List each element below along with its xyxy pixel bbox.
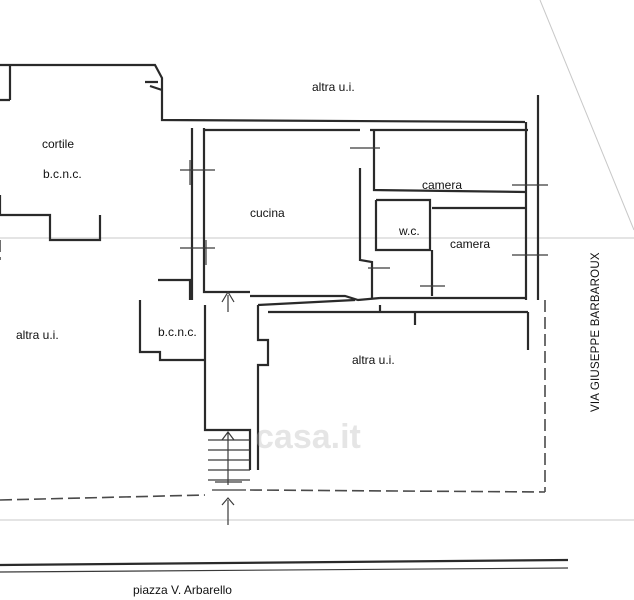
label-cortile: cortile	[42, 137, 75, 151]
label-altra-right: altra u.i.	[352, 353, 395, 367]
central-walls	[138, 278, 530, 525]
cucina-walls	[180, 128, 528, 300]
label-bcnc-mid: b.c.n.c.	[158, 325, 197, 339]
label-street-bottom: piazza V. Arbarello	[133, 583, 232, 597]
boundary-lines	[0, 240, 546, 501]
street-edge	[0, 558, 569, 573]
label-wc: w.c.	[399, 224, 420, 238]
label-camera-2: camera	[450, 237, 491, 251]
label-street-right: VIA GIUSEPPE BARBAROUX	[590, 252, 602, 412]
label-altra-top: altra u.i.	[312, 80, 355, 94]
label-altra-left: altra u.i.	[16, 328, 59, 342]
label-cucina: cucina	[250, 206, 285, 220]
label-bcnc-top: b.c.n.c.	[43, 167, 82, 181]
courtyard-walls	[0, 63, 526, 242]
label-camera-1: camera	[422, 178, 463, 192]
scan-artifacts	[0, 0, 634, 521]
watermark: casa.it	[255, 418, 361, 456]
bedroom-walls	[350, 95, 548, 300]
